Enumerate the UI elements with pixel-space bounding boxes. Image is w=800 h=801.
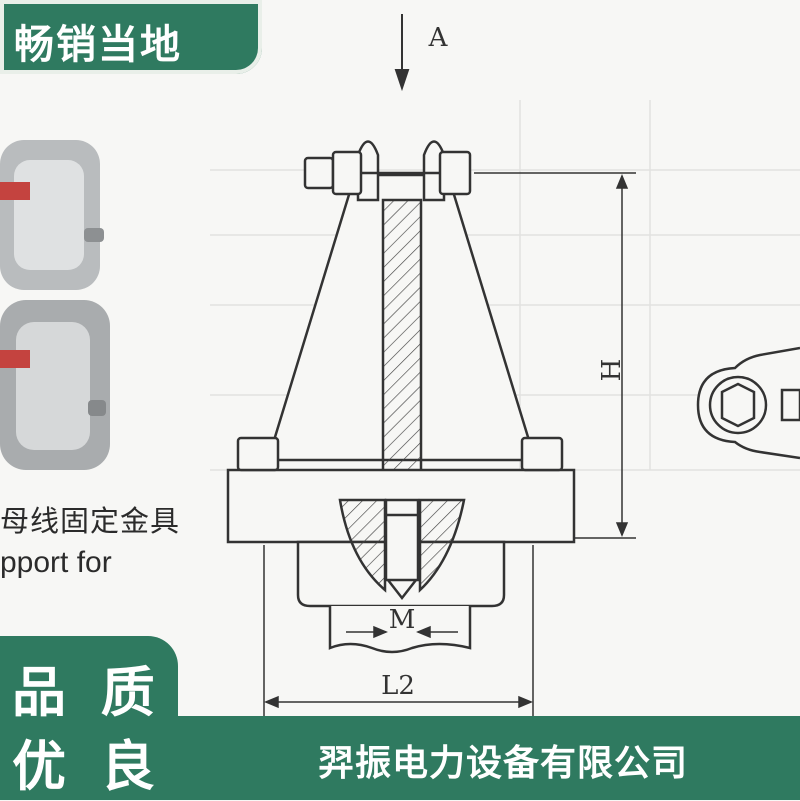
company-banner bbox=[178, 716, 800, 800]
height-label: H bbox=[597, 359, 627, 382]
support-body bbox=[226, 140, 576, 654]
dimension-m bbox=[346, 625, 458, 639]
width-label: L2 bbox=[381, 671, 415, 701]
bolt-label: M bbox=[389, 605, 416, 635]
product-caption-en: pport for bbox=[0, 546, 112, 579]
quality-line-2: 优 良 bbox=[12, 735, 163, 798]
company-name: 羿振电力设备有限公司 bbox=[318, 743, 689, 784]
dimension-l2 bbox=[263, 545, 534, 716]
product-photo bbox=[0, 140, 110, 470]
quality-line-1: 品 质 bbox=[12, 661, 163, 724]
quality-badge bbox=[0, 636, 178, 800]
view-arrow-a bbox=[394, 14, 410, 92]
dimension-h bbox=[474, 172, 636, 539]
product-caption-cn: 母线固定金具 bbox=[0, 504, 181, 538]
top-promo-badge: 畅销当地 bbox=[0, 0, 262, 74]
arrow-label: A bbox=[428, 23, 449, 53]
top-promo-text: 畅销当地 bbox=[14, 22, 182, 68]
top-view-partial bbox=[696, 346, 800, 460]
